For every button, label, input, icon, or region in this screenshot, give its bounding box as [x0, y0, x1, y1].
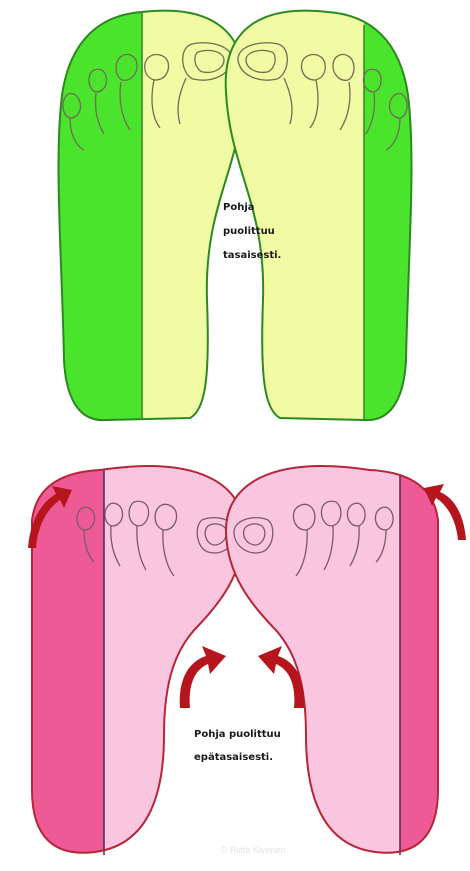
watermark: © Riitta Kivenen [221, 845, 286, 855]
top-right-foot [208, 0, 430, 430]
bottom-right-foot [216, 450, 450, 860]
top-left-outer-half [40, 0, 142, 430]
top-caption-line-1: Pohja [223, 202, 255, 213]
top-caption-line-2: puolittuu [223, 226, 275, 237]
top-right-inner-half [208, 0, 364, 430]
arrow-mid-left-icon [180, 646, 226, 708]
bottom-caption-line-2: epätasaisesti. [194, 752, 273, 763]
top-right-outer-half [364, 0, 430, 430]
top-caption-line-3: tasaisesti. [223, 250, 281, 261]
bottom-right-inner-half [216, 450, 400, 860]
bottom-right-outer-half [400, 450, 450, 860]
bottom-caption-line-1: Pohja puolittuu [194, 729, 281, 740]
bottom-caption: Pohja puolittuu epätasaisesti. [194, 729, 284, 763]
